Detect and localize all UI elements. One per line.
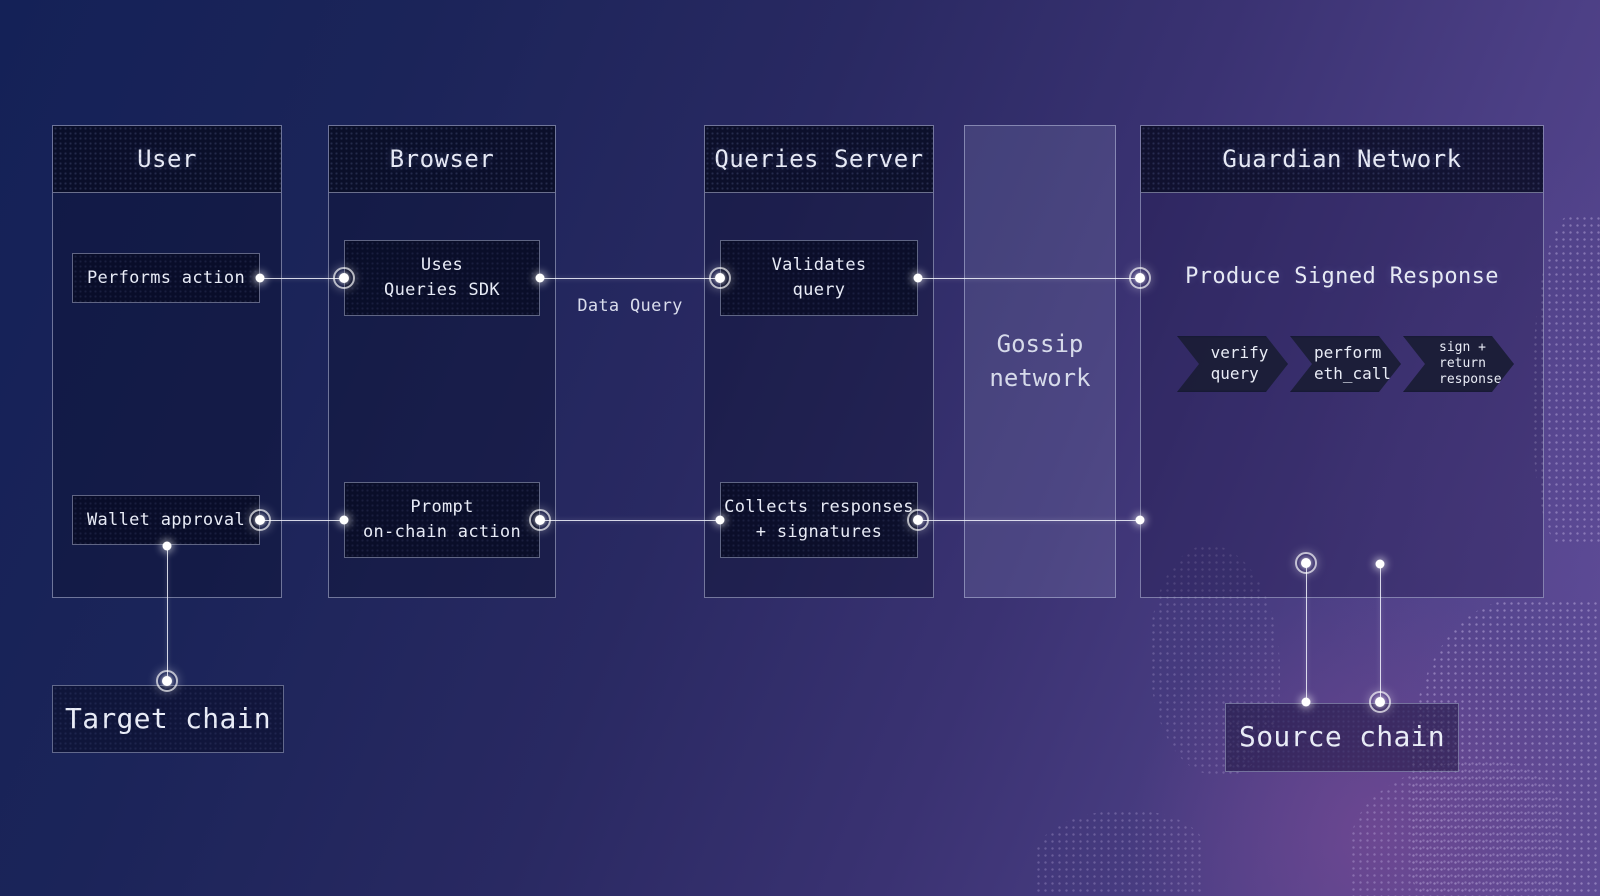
guardian-steps: verify query perform eth_call sign + ret… bbox=[1177, 336, 1514, 392]
edge-guardian-to-source-chain-right bbox=[1380, 564, 1381, 702]
endpoint-ring bbox=[1369, 691, 1391, 713]
panel-queries-server-title: Queries Server bbox=[714, 145, 924, 173]
panel-guardian-network-header: Guardian Network bbox=[1141, 126, 1543, 193]
endpoint-ring bbox=[709, 267, 731, 289]
endpoint-dot bbox=[715, 515, 725, 525]
endpoint-dot bbox=[255, 273, 265, 283]
endpoint-ring bbox=[529, 509, 551, 531]
endpoint-dot bbox=[913, 273, 923, 283]
endpoint-ring bbox=[1295, 552, 1317, 574]
data-query-label: Data Query bbox=[577, 296, 683, 316]
endpoint-dot bbox=[535, 273, 545, 283]
edge-validates-to-guardian bbox=[918, 278, 1140, 279]
node-uses-queries-sdk: Uses Queries SDK bbox=[344, 240, 540, 316]
panel-queries-server-header: Queries Server bbox=[705, 126, 933, 193]
endpoint-dot bbox=[1301, 697, 1311, 707]
step-perform-eth-call: perform eth_call bbox=[1290, 336, 1401, 392]
dot-texture-source-patch bbox=[1350, 760, 1560, 896]
endpoint-ring bbox=[249, 509, 271, 531]
edge-prompt-to-collects bbox=[540, 520, 720, 521]
edge-sdk-to-validates bbox=[540, 278, 720, 279]
node-prompt-on-chain-action: Prompt on-chain action bbox=[344, 482, 540, 558]
endpoint-dot bbox=[1135, 515, 1145, 525]
step-verify-query: verify query bbox=[1177, 336, 1288, 392]
node-performs-action: Performs action bbox=[72, 253, 260, 303]
panel-user-title: User bbox=[137, 145, 197, 173]
panel-guardian-network-title: Guardian Network bbox=[1222, 145, 1462, 173]
edge-performs-to-sdk bbox=[260, 278, 344, 279]
endpoint-ring bbox=[907, 509, 929, 531]
edge-wallet-to-target-chain bbox=[167, 546, 168, 681]
gossip-network-label: Gossip network bbox=[989, 329, 1091, 392]
endpoint-dot bbox=[1375, 559, 1385, 569]
node-collects-responses: Collects responses + signatures bbox=[720, 482, 918, 558]
panel-gossip-network: Gossip network bbox=[964, 125, 1116, 598]
panel-browser-header: Browser bbox=[329, 126, 555, 193]
endpoint-ring bbox=[333, 267, 355, 289]
endpoint-dot bbox=[339, 515, 349, 525]
endpoint-ring bbox=[156, 670, 178, 692]
panel-user-header: User bbox=[53, 126, 281, 193]
node-wallet-approval: Wallet approval bbox=[72, 495, 260, 545]
edge-wallet-to-prompt bbox=[260, 520, 344, 521]
endpoint-dot bbox=[162, 541, 172, 551]
node-source-chain: Source chain bbox=[1225, 703, 1459, 772]
panel-browser-title: Browser bbox=[389, 145, 495, 173]
endpoint-ring bbox=[1129, 267, 1151, 289]
edge-collects-to-guardian bbox=[918, 520, 1140, 521]
step-sign-return-response: sign + return response bbox=[1403, 336, 1514, 392]
node-validates-query: Validates query bbox=[720, 240, 918, 316]
produce-signed-response-label: Produce Signed Response bbox=[1185, 264, 1499, 289]
dot-texture-bottom-patch bbox=[1035, 810, 1205, 896]
node-target-chain: Target chain bbox=[52, 685, 284, 753]
edge-guardian-to-source-chain-left bbox=[1306, 563, 1307, 702]
